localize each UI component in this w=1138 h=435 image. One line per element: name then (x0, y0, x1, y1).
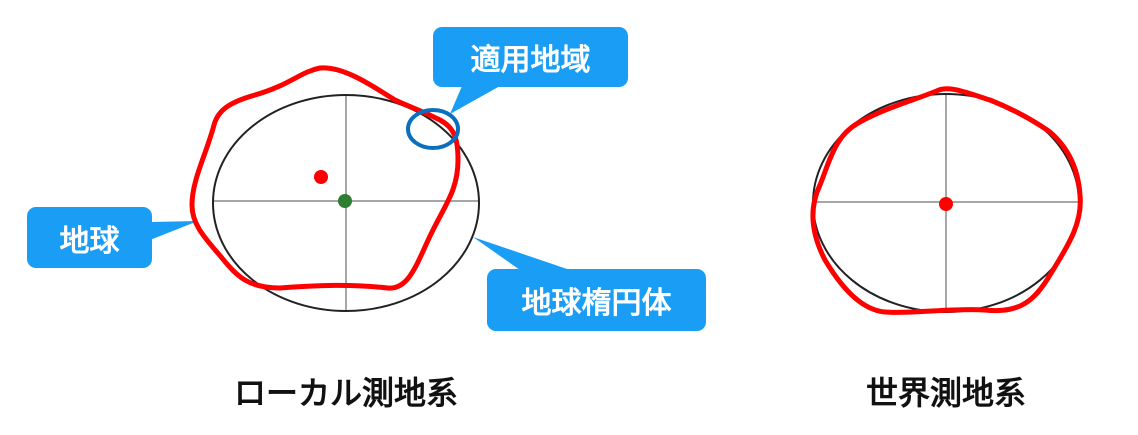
earth-center-dot (939, 197, 953, 211)
callout-earth: 地球 (27, 207, 152, 268)
ellipsoid-center-dot (338, 194, 352, 208)
earth-ellipsoid (212, 94, 480, 312)
local-datum-figure (189, 65, 480, 312)
callout-applicable-region: 適用地域 (433, 27, 628, 87)
earth-center-dot (314, 170, 328, 184)
earth-geoid-outline (810, 86, 1083, 315)
callout-label: 地球楕円体 (521, 286, 672, 321)
callout-tail-earth (150, 221, 198, 240)
caption-world-datum: 世界測地系 (865, 374, 1026, 412)
caption-local-datum: ローカル測地系 (233, 374, 458, 412)
callout-tail-applicable-region (450, 86, 500, 114)
world-datum-figure (810, 86, 1083, 315)
callout-tail-ellipsoid (473, 237, 570, 270)
callout-label: 適用地域 (470, 43, 591, 78)
callout-earth-ellipsoid: 地球楕円体 (487, 269, 706, 331)
applicable-region-ring (406, 108, 460, 150)
earth-geoid-outline (189, 65, 461, 291)
callout-label: 地球 (59, 223, 120, 259)
